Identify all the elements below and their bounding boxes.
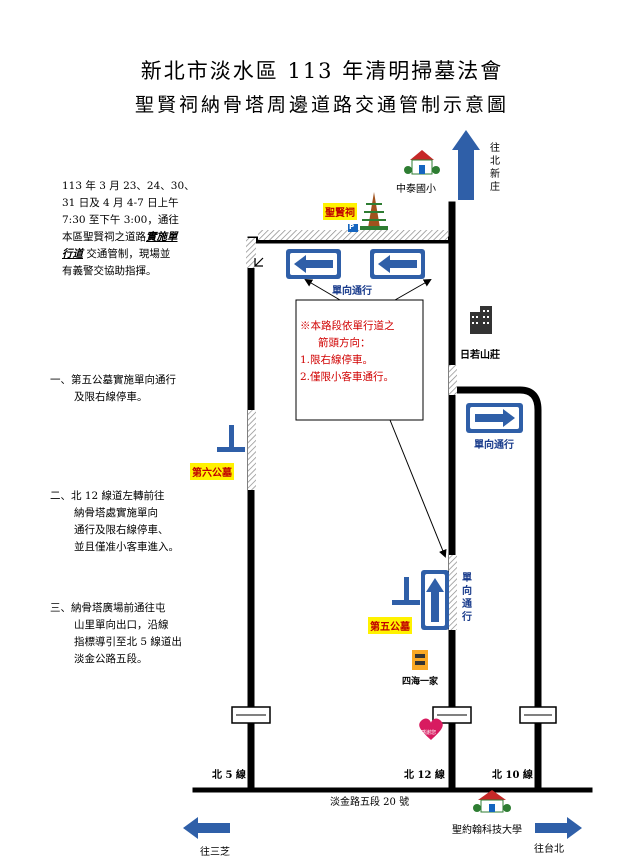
rule-line: 納骨塔處實施單向 <box>74 507 158 519</box>
crosswalk-left <box>248 410 256 490</box>
label-heart: 感謝您 <box>421 730 437 736</box>
crosswalk-bottom <box>449 555 457 630</box>
cemetery-markers <box>217 425 420 605</box>
road-bei10 <box>448 386 542 789</box>
north-arrow-head <box>452 130 480 150</box>
notice-emphasis: 行道 <box>62 248 83 260</box>
label-zhongtai-school: 中泰國小 <box>396 184 436 195</box>
label-parking: P <box>349 223 355 231</box>
notice-line: 7:30 至下午 3:00，通往 <box>62 214 179 226</box>
notice-paragraph: 113 年 3 月 23、24、30、 31 日及 4 月 4-7 日上午 7:… <box>62 178 212 280</box>
label-cemetery-6: 第六公墓 <box>190 463 234 480</box>
map-subtitle: 聖賢祠納骨塔周邊道路交通管制示意圖 <box>134 94 509 116</box>
school-icon <box>404 150 440 175</box>
label-danjin-road: 淡金路五段 20 號 <box>330 797 410 808</box>
label-road-bei12: 北 12 線 <box>404 770 445 781</box>
label-road-bei5: 北 5 線 <box>212 770 246 781</box>
notice-line: 交通管制，現場並 <box>86 248 171 260</box>
crosswalk-mid <box>449 365 457 395</box>
turn-marker <box>254 257 264 267</box>
label-to-beixinzhuang: 往北新庄 <box>490 143 500 193</box>
road-network <box>192 201 593 793</box>
oneway-sign-top-1 <box>286 249 341 279</box>
callout-line: 2.僅限小客車通行。 <box>300 371 395 383</box>
university-icon <box>473 790 511 813</box>
crosswalk-top <box>258 230 448 240</box>
callout-box <box>295 299 424 421</box>
rule-3: 三、納骨塔廣場前通往屯 山里單向出口，沿線 指標導引至北 5 線道出 淡金公路五… <box>50 600 220 668</box>
oneway-sign-up <box>421 570 449 630</box>
heart-icon <box>419 718 443 740</box>
label-to-taipei: 往台北 <box>534 844 564 855</box>
rule-1: 一、第五公墓實施單向通行 及限右線停車。 <box>50 372 220 406</box>
notice-line: 113 年 3 月 23、24、30、 <box>62 180 195 192</box>
rule-line: 三、納骨塔廣場前通往屯 <box>50 602 166 614</box>
rule-2: 二、北 12 線道左轉前往 納骨塔處實施單向 通行及限右線停車、 並且僅准小客車… <box>50 488 220 556</box>
label-sihai-yijia: 四海一家 <box>402 677 439 687</box>
callout-text: ※本路段依單行道之 箭頭方向： 1.限右線停車。 2.僅限小客車通行。 <box>300 318 420 386</box>
rule-line: 二、北 12 線道左轉前往 <box>50 490 165 502</box>
label-road-bei10: 北 10 線 <box>492 770 533 781</box>
building-icon <box>470 306 492 334</box>
north-arrow-shaft <box>458 146 474 200</box>
pagoda-icon <box>360 192 388 230</box>
crosswalk-corner <box>246 238 256 268</box>
rule-line: 一、第五公墓實施單向通行 <box>50 374 176 386</box>
oneway-sign-right <box>466 403 523 433</box>
rule-line: 及限右線停車。 <box>74 391 148 403</box>
notice-emphasis: 實施單 <box>146 231 178 243</box>
map-title: 新北市淡水區 113 年清明掃墓法會 <box>140 59 504 83</box>
label-cemetery-5: 第五公墓 <box>368 617 412 634</box>
label-to-sanzhi: 往三芝 <box>200 847 230 858</box>
gates <box>231 706 557 724</box>
label-st-john-university: 聖約翰科技大學 <box>452 825 522 836</box>
notice-line: 有義警交協助指揮。 <box>62 265 157 277</box>
rule-line: 指標導引至北 5 線道出 <box>74 636 182 648</box>
sihai-icon <box>412 650 428 670</box>
arrow-to-sanzhi <box>183 817 230 839</box>
callout-line: 1.限右線停車。 <box>300 354 374 366</box>
label-oneway-right: 單向通行 <box>474 440 514 451</box>
rule-line: 並且僅准小客車進入。 <box>74 541 179 553</box>
bottom-arrows <box>183 817 582 839</box>
label-oneway-top: 單向通行 <box>332 286 372 297</box>
notice-line: 31 日及 4 月 4-7 日上午 <box>62 197 179 209</box>
arrow-to-taipei <box>535 817 582 839</box>
rule-line: 淡金公路五段。 <box>74 653 148 665</box>
callout-line: ※本路段依單行道之 <box>300 320 395 332</box>
rule-line: 通行及限右線停車、 <box>74 524 169 536</box>
label-rirushanzhuang: 日若山莊 <box>460 350 500 361</box>
rule-line: 山里單向出口，沿線 <box>74 619 169 631</box>
parking-icon <box>348 224 358 232</box>
label-oneway-vertical: 單向通行 <box>462 573 472 623</box>
label-shengxian-ci: 聖賢祠 <box>323 203 357 220</box>
notice-line: 本區聖賢祠之道路 <box>62 231 146 243</box>
oneway-sign-top-2 <box>370 249 425 279</box>
callout-line: 箭頭方向： <box>318 337 371 349</box>
